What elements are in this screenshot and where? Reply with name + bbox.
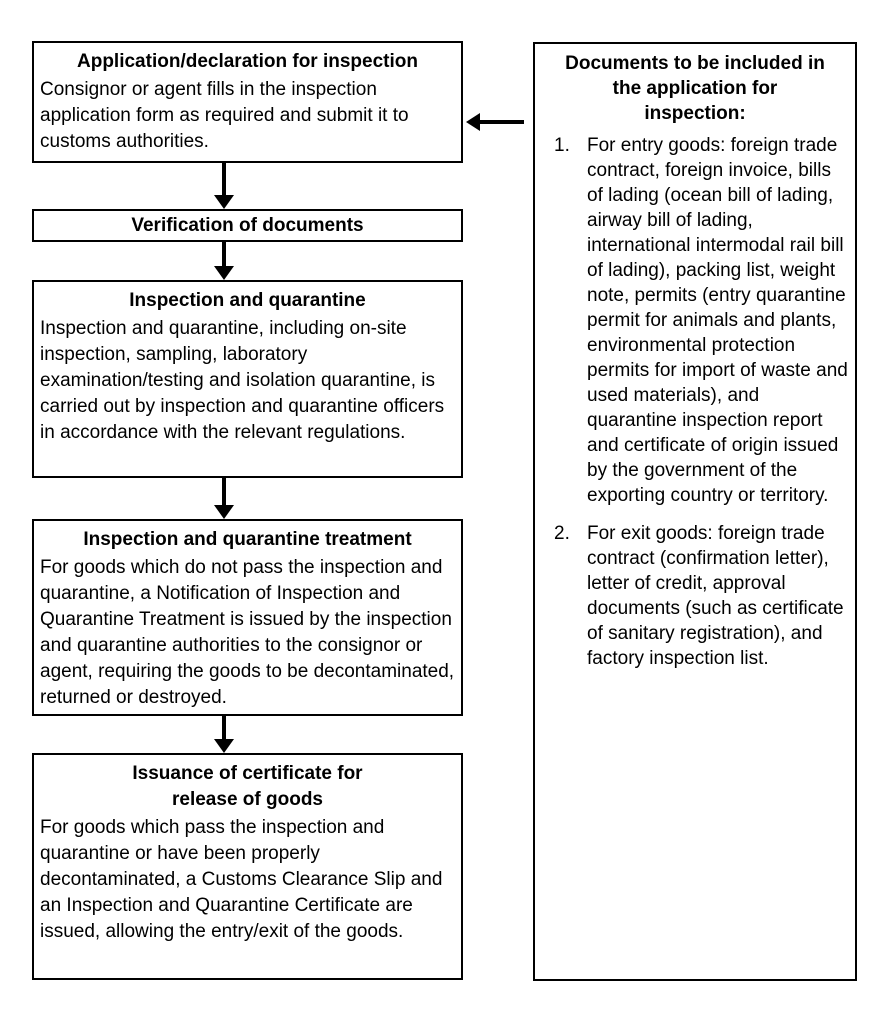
list-item-text: For exit goods: foreign trade contract (… [587, 523, 844, 669]
arrow-head [466, 113, 480, 131]
arrow-down-icon [214, 478, 234, 519]
flow-step-inspection-quarantine: Inspection and quarantine Inspection and… [32, 280, 463, 478]
arrow-head [214, 266, 234, 280]
list-item-number: 1. [554, 135, 570, 156]
flow-step-title: Issuance of certificate for release of g… [132, 763, 363, 810]
arrow-down-icon [214, 242, 234, 280]
arrow-shaft [222, 242, 226, 266]
flow-step-title: Application/declaration for inspection [77, 51, 418, 72]
documents-panel-title: Documents to be included in the applicat… [565, 53, 825, 124]
arrow-shaft [480, 120, 524, 124]
flow-step-application: Application/declaration for inspection C… [32, 41, 463, 163]
flow-step-verification: Verification of documents [32, 209, 463, 242]
flow-step-body: Inspection and quarantine, including on-… [40, 318, 445, 443]
arrow-left-icon [466, 113, 524, 131]
arrow-head [214, 505, 234, 519]
arrow-head [214, 195, 234, 209]
documents-panel: Documents to be included in the applicat… [533, 42, 857, 981]
list-item-number: 2. [554, 523, 570, 544]
flow-step-body: For goods which pass the inspection and … [40, 817, 443, 942]
arrow-shaft [222, 163, 226, 195]
flow-step-title: Inspection and quarantine [129, 290, 366, 311]
flow-step-title: Inspection and quarantine treatment [83, 529, 412, 550]
flow-step-body: For goods which do not pass the inspecti… [40, 557, 455, 708]
flow-step-issuance: Issuance of certificate for release of g… [32, 753, 463, 980]
arrow-shaft [222, 478, 226, 505]
flow-step-title: Verification of documents [131, 214, 364, 236]
arrow-down-icon [214, 716, 234, 753]
documents-list: 1. For entry goods: foreign trade contra… [542, 133, 848, 671]
list-item-text: For entry goods: foreign trade contract,… [587, 135, 848, 506]
arrow-shaft [222, 716, 226, 739]
flow-step-body: Consignor or agent fills in the inspecti… [40, 79, 409, 152]
arrow-head [214, 739, 234, 753]
flow-step-treatment: Inspection and quarantine treatment For … [32, 519, 463, 716]
documents-list-item: 1. For entry goods: foreign trade contra… [542, 133, 848, 508]
arrow-down-icon [214, 163, 234, 209]
documents-list-item: 2. For exit goods: foreign trade contrac… [542, 521, 848, 671]
